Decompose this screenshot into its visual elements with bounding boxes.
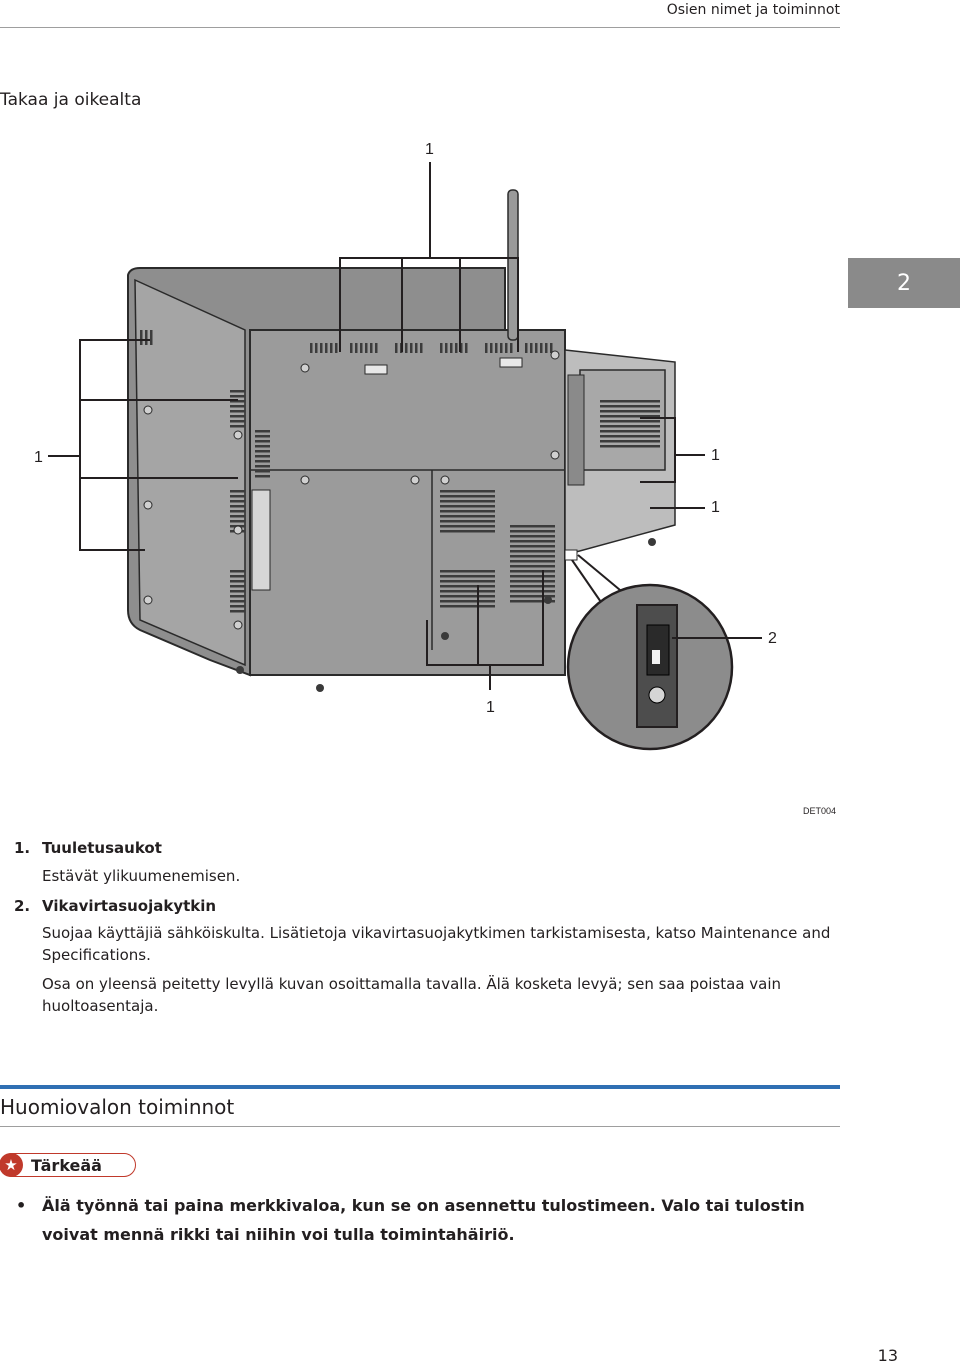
callout-label: 1: [486, 699, 495, 716]
callout-label: 1: [711, 499, 720, 516]
printer-illustration: 1 1 1 1 2 1: [34, 141, 777, 751]
list-item-body: Estävät ylikuumenemisen.: [42, 866, 840, 888]
figure-id: DET004: [803, 806, 837, 816]
callout-label: 2: [768, 630, 777, 647]
chapter-tab[interactable]: 2: [848, 258, 960, 308]
bullet-item: • Älä työnnä tai paina merkkivaloa, kun …: [16, 1192, 836, 1250]
list-item-label: Tuuletusaukot: [42, 839, 162, 857]
callout-label: 1: [34, 449, 43, 466]
subsection-rule: [0, 1126, 840, 1127]
page-number: 13: [877, 1346, 898, 1365]
list-item-title: 1. Tuuletusaukot: [0, 838, 840, 860]
important-label: Tärkeää: [31, 1155, 102, 1175]
list-item-label: Vikavirtasuojakytkin: [42, 896, 217, 915]
list-item-title: 2. Vikavirtasuojakytkin: [0, 896, 840, 918]
bullet-dot-icon: •: [16, 1196, 27, 1215]
paragraph: Estävät ylikuumenemisen.: [42, 866, 241, 885]
section-title: Takaa ja oikealta: [0, 90, 142, 110]
paragraph: Suojaa käyttäjiä sähköiskulta. Lisätieto…: [42, 924, 831, 964]
printer-rear-right-figure: 1 1 1 1 2 1: [0, 130, 960, 820]
callout-label: 1: [425, 141, 434, 158]
list-item-number: 2.: [14, 896, 31, 915]
star-icon: ★: [0, 1153, 23, 1177]
running-header: Osien nimet ja toiminnot: [666, 2, 840, 18]
list-item-body: Suojaa käyttäjiä sähköiskulta. Lisätieto…: [42, 923, 840, 1017]
bullet-text: Älä työnnä tai paina merkkivaloa, kun se…: [42, 1196, 805, 1244]
header-rule: [0, 27, 840, 28]
paragraph: Osa on yleensä peitetty levyllä kuvan os…: [42, 974, 782, 1015]
parts-description-list: 1. Tuuletusaukot Estävät ylikuumenemisen…: [0, 838, 840, 1025]
subsection-title: Huomiovalon toiminnot: [0, 1085, 840, 1119]
important-badge: ★ Tärkeää: [0, 1153, 136, 1177]
list-item-number: 1.: [14, 839, 31, 857]
callout-label: 1: [711, 447, 720, 464]
